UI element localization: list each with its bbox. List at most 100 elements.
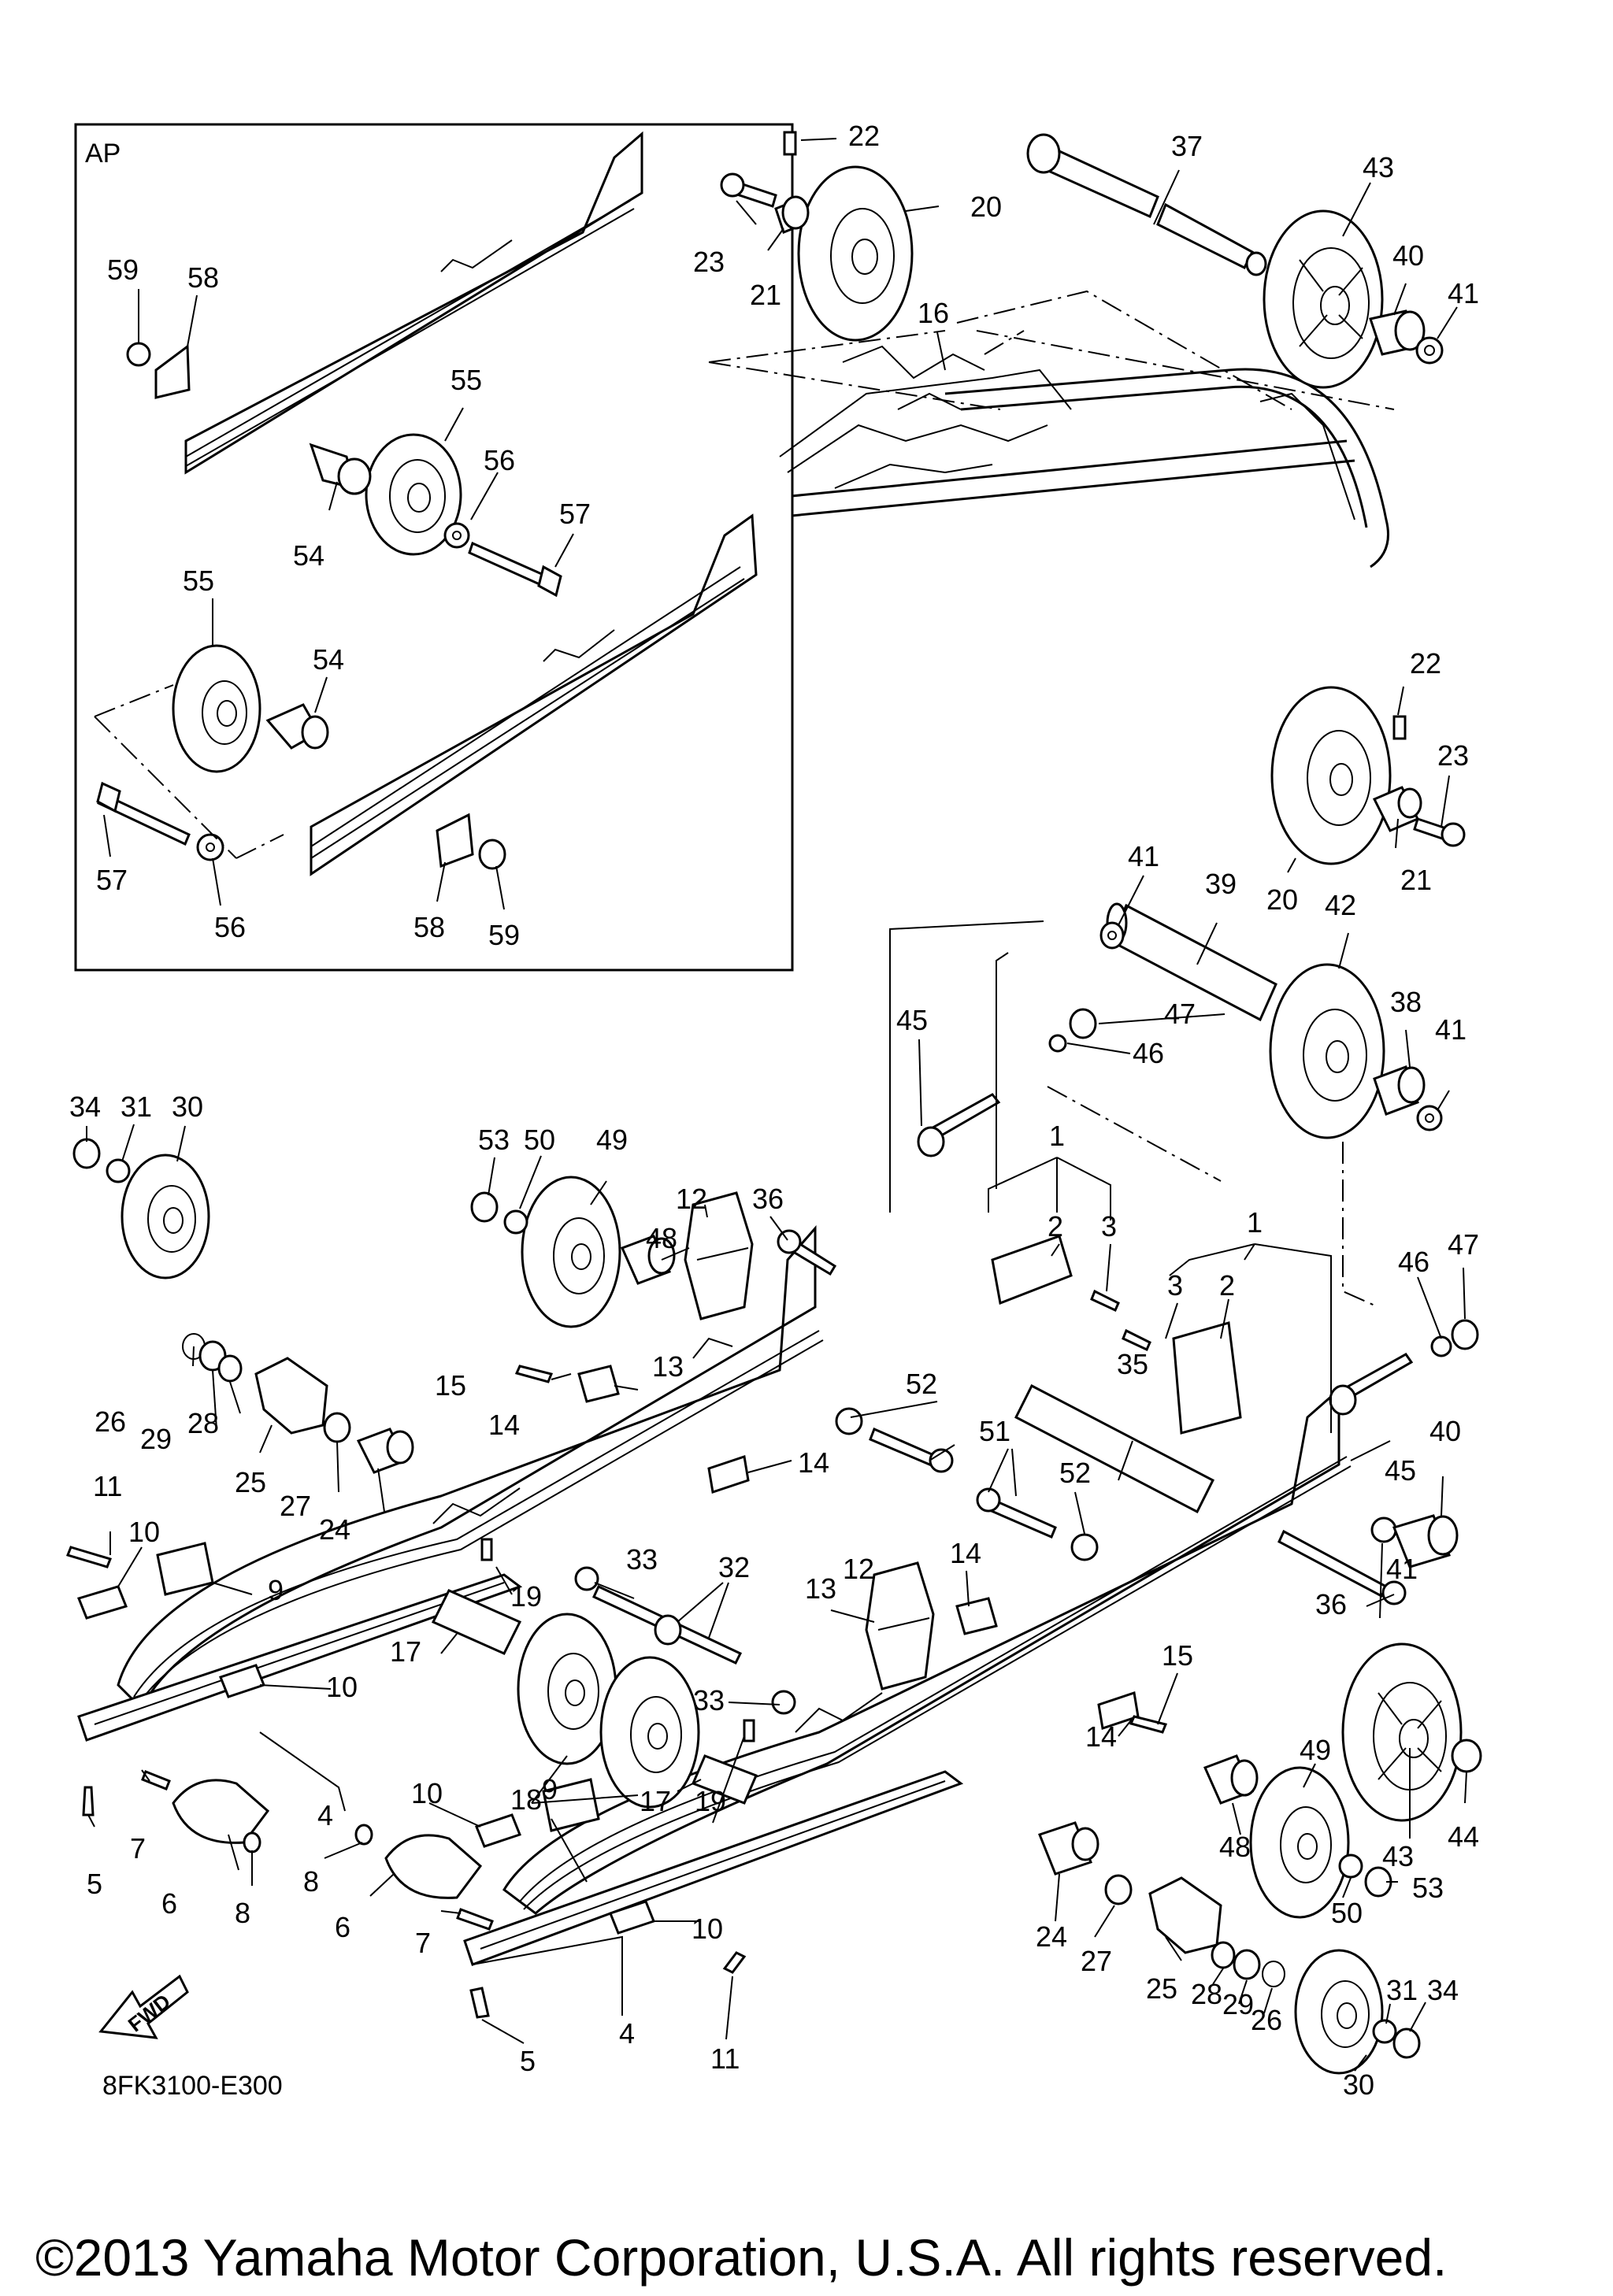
inset-bolt-upper (468, 541, 562, 598)
callout: 19 (510, 1580, 542, 1613)
callout: 11 (93, 1470, 122, 1502)
set-screw-top (783, 131, 797, 156)
callout: 40 (1429, 1415, 1461, 1447)
block-14-right (955, 1597, 998, 1635)
bracket-10-right-top (475, 1813, 521, 1848)
callout: 55 (451, 364, 482, 396)
callout: 36 (752, 1183, 784, 1215)
callout: 32 (718, 1551, 750, 1583)
spacer-top-right (1369, 309, 1426, 356)
callout: 4 (317, 1799, 333, 1831)
spacer-24-right (1038, 1821, 1099, 1876)
callout: 12 (676, 1183, 707, 1215)
inset-washer-lower (196, 833, 224, 861)
callout: 53 (478, 1124, 510, 1156)
shaft-17-right (692, 1754, 758, 1805)
pin-7-right (456, 1908, 494, 1931)
callout: 26 (95, 1405, 126, 1438)
washer-8-left (243, 1831, 261, 1853)
inset-upper-rail (184, 131, 643, 475)
callout: 59 (107, 254, 139, 286)
bolt-45-upper (917, 1093, 1001, 1157)
right-slide (463, 1770, 964, 1966)
washer-52-b (1070, 1533, 1099, 1561)
callout: 58 (187, 261, 219, 294)
wheel-30-left (121, 1154, 210, 1279)
callout: 13 (652, 1350, 684, 1383)
washer-31-left (106, 1158, 131, 1183)
callout: 47 (1164, 998, 1196, 1030)
callout: 1 (1049, 1120, 1065, 1152)
nut-44 (1451, 1739, 1482, 1773)
cap-6-right (384, 1834, 483, 1899)
callout: 14 (1085, 1720, 1117, 1753)
callout: 4 (619, 2017, 635, 2050)
pin-11-left (65, 1546, 113, 1568)
pin-7-left (141, 1770, 171, 1791)
callout: 10 (326, 1671, 358, 1703)
callout: 5 (520, 2045, 536, 2077)
inset-frame (74, 123, 794, 972)
callout: 54 (293, 539, 324, 572)
callout: 14 (798, 1446, 829, 1479)
bolt-right (1413, 817, 1466, 847)
spacer-40-lower (1392, 1514, 1459, 1568)
washer-8-right (354, 1824, 373, 1846)
callout: 34 (1427, 1974, 1459, 2006)
stopper-12-left (684, 1191, 754, 1320)
callout: 48 (1219, 1831, 1251, 1863)
bolt-51-b (976, 1487, 1057, 1539)
shaft-17-left (431, 1589, 522, 1655)
callout: 7 (130, 1832, 146, 1865)
callout: 17 (390, 1635, 421, 1668)
callout: 52 (1059, 1457, 1091, 1489)
bracket-2-right (1172, 1321, 1242, 1435)
nut-47-lower (1451, 1319, 1479, 1350)
block-9-right (542, 1778, 600, 1832)
inset-spacer-upper (309, 443, 372, 495)
callout: 12 (843, 1553, 874, 1585)
idler-wheel-top-left (797, 165, 914, 342)
block-25-left (254, 1357, 328, 1435)
inset-bracket-upper (126, 342, 191, 399)
nut-47-upper (1069, 1008, 1097, 1039)
callout: 51 (979, 1415, 1010, 1447)
washer-31-right (1372, 2019, 1397, 2044)
wheel-42 (1269, 963, 1385, 1139)
washer-33-left (574, 1566, 599, 1591)
callout: 34 (69, 1091, 101, 1123)
callout: 13 (805, 1572, 836, 1605)
cap-6-left (172, 1779, 270, 1844)
callout: 25 (1146, 1972, 1177, 2005)
washer-41-upper (1099, 921, 1125, 950)
wheel-18-right (599, 1656, 700, 1809)
callout: 21 (1400, 864, 1432, 896)
callout: 3 (1167, 1269, 1183, 1302)
callout: 23 (1437, 739, 1469, 772)
spacer-32 (654, 1614, 682, 1646)
callout: 58 (413, 911, 445, 943)
callout: 35 (1117, 1348, 1148, 1380)
washer-33-right (771, 1690, 796, 1715)
callout: 21 (750, 279, 781, 311)
inset-label: AP (85, 139, 121, 168)
callout: 45 (1385, 1454, 1416, 1487)
screw-5-left (82, 1786, 95, 1816)
callout: 44 (1448, 1820, 1479, 1853)
inset-bolt-lower (96, 781, 191, 846)
callout: 41 (1386, 1553, 1418, 1585)
callout: 10 (411, 1777, 443, 1809)
callout: 33 (693, 1684, 725, 1716)
callout: 36 (1315, 1588, 1347, 1620)
callout: 46 (1133, 1037, 1164, 1069)
callout: 59 (488, 919, 520, 951)
callout: 23 (693, 246, 725, 278)
block-25-right (1148, 1876, 1222, 1954)
callout: 43 (1363, 151, 1394, 183)
washer-28-left (217, 1354, 243, 1383)
leader-lines (86, 138, 1467, 2072)
callout: 43 (1382, 1840, 1414, 1872)
inset-spacer-lower (265, 703, 329, 750)
callout: 38 (1390, 986, 1422, 1018)
